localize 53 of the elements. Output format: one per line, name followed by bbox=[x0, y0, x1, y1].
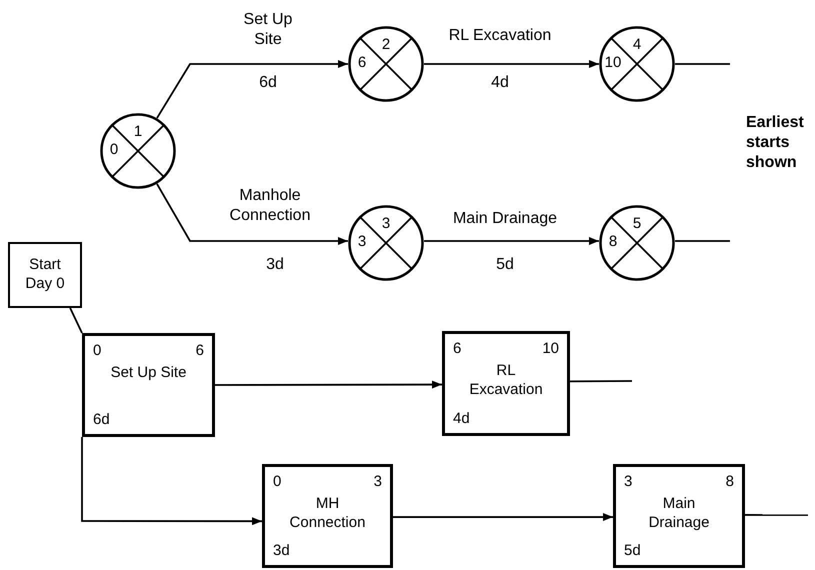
event-number: 4 bbox=[632, 36, 642, 55]
earliest-start: 10 bbox=[604, 54, 622, 73]
activity-name: RL Excavation bbox=[468, 362, 544, 400]
open-line bbox=[570, 380, 632, 382]
event-number: 5 bbox=[632, 215, 642, 234]
activity-box bbox=[442, 331, 570, 436]
earliest-start: 0 bbox=[273, 473, 282, 492]
earliest-finish: 10 bbox=[542, 340, 559, 359]
arrow bbox=[215, 380, 442, 389]
edge-label: Manhole Connection bbox=[228, 186, 312, 226]
duration: 5d bbox=[624, 542, 641, 561]
activity-box bbox=[262, 464, 393, 568]
arrow bbox=[156, 183, 348, 246]
duration: 3d bbox=[273, 542, 290, 561]
callout-text: Start Day 0 bbox=[24, 256, 66, 294]
activity-name: MH Connection bbox=[288, 495, 366, 532]
activity-name: Main Drainage bbox=[648, 495, 710, 532]
duration-label: 5d bbox=[495, 255, 515, 275]
arrow bbox=[156, 60, 348, 119]
duration-label: 3d bbox=[265, 255, 285, 275]
edge-label: Main Drainage bbox=[452, 209, 558, 229]
event-number: 2 bbox=[380, 36, 392, 55]
earliest-finish: 8 bbox=[726, 473, 734, 492]
edge-label: Set Up Site bbox=[242, 10, 294, 50]
event-number: 1 bbox=[132, 123, 144, 142]
activity-name: Set Up Site bbox=[110, 364, 188, 383]
leader-line bbox=[69, 308, 83, 334]
activity-box bbox=[613, 464, 745, 568]
earliest-start: 6 bbox=[356, 54, 368, 73]
open-line bbox=[745, 514, 808, 516]
callout-box bbox=[8, 242, 82, 308]
earliest-start: 3 bbox=[356, 233, 368, 252]
earliest-start: 6 bbox=[453, 340, 462, 359]
arrow bbox=[424, 237, 599, 246]
edge-label: RL Excavation bbox=[448, 26, 552, 46]
open-line bbox=[675, 63, 730, 65]
event-number: 3 bbox=[380, 215, 392, 234]
note-text: Earliest starts shown bbox=[746, 113, 805, 173]
arrow bbox=[393, 513, 613, 522]
earliest-start: 0 bbox=[108, 141, 120, 160]
earliest-start: 0 bbox=[93, 342, 102, 361]
earliest-start: 3 bbox=[624, 473, 632, 492]
duration-label: 6d bbox=[258, 73, 278, 93]
activity-box bbox=[82, 333, 215, 437]
earliest-finish: 3 bbox=[374, 473, 382, 492]
duration-label: 4d bbox=[490, 73, 510, 93]
duration: 6d bbox=[93, 411, 110, 430]
open-line bbox=[675, 240, 730, 242]
duration: 4d bbox=[453, 410, 470, 429]
arrow bbox=[424, 60, 599, 68]
arrow bbox=[81, 437, 262, 526]
earliest-start: 8 bbox=[608, 233, 618, 252]
earliest-finish: 6 bbox=[196, 342, 204, 361]
